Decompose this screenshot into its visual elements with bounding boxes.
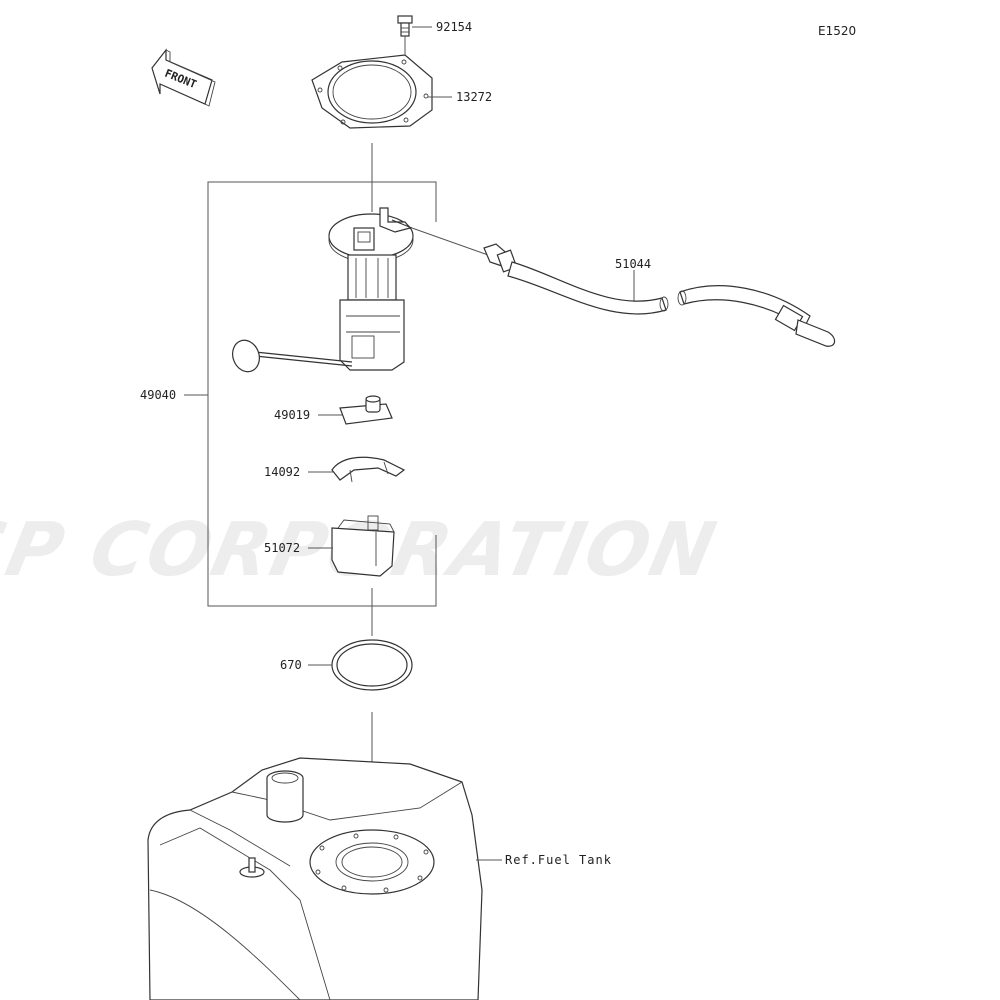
part-label-51072: 51072: [264, 541, 300, 555]
part-label-49040: 49040: [140, 388, 176, 402]
part-label-13272: 13272: [456, 90, 492, 104]
part-label-670: 670: [280, 658, 302, 672]
bolt-icon: [397, 15, 413, 37]
fuel-hose-icon: [483, 243, 836, 347]
fuel-tank-icon: [147, 757, 483, 1000]
part-label-51044: 51044: [615, 257, 651, 271]
cover-icon: [331, 456, 406, 483]
o-ring-icon: [331, 639, 413, 691]
part-label-92154: 92154: [436, 20, 472, 34]
part-label-49019: 49019: [274, 408, 310, 422]
front-arrow-icon: FRONT: [151, 48, 216, 107]
diagram-code: E1520: [818, 24, 856, 38]
part-label-14092: 14092: [264, 465, 300, 479]
case-icon: [331, 515, 395, 577]
gasket-plate-icon: [311, 54, 433, 129]
filter-icon: [339, 395, 393, 425]
assembly-bracket: [207, 181, 437, 607]
fuel-pump-icon: [232, 207, 414, 373]
reference-label-fuel-tank: Ref.Fuel Tank: [505, 853, 612, 867]
